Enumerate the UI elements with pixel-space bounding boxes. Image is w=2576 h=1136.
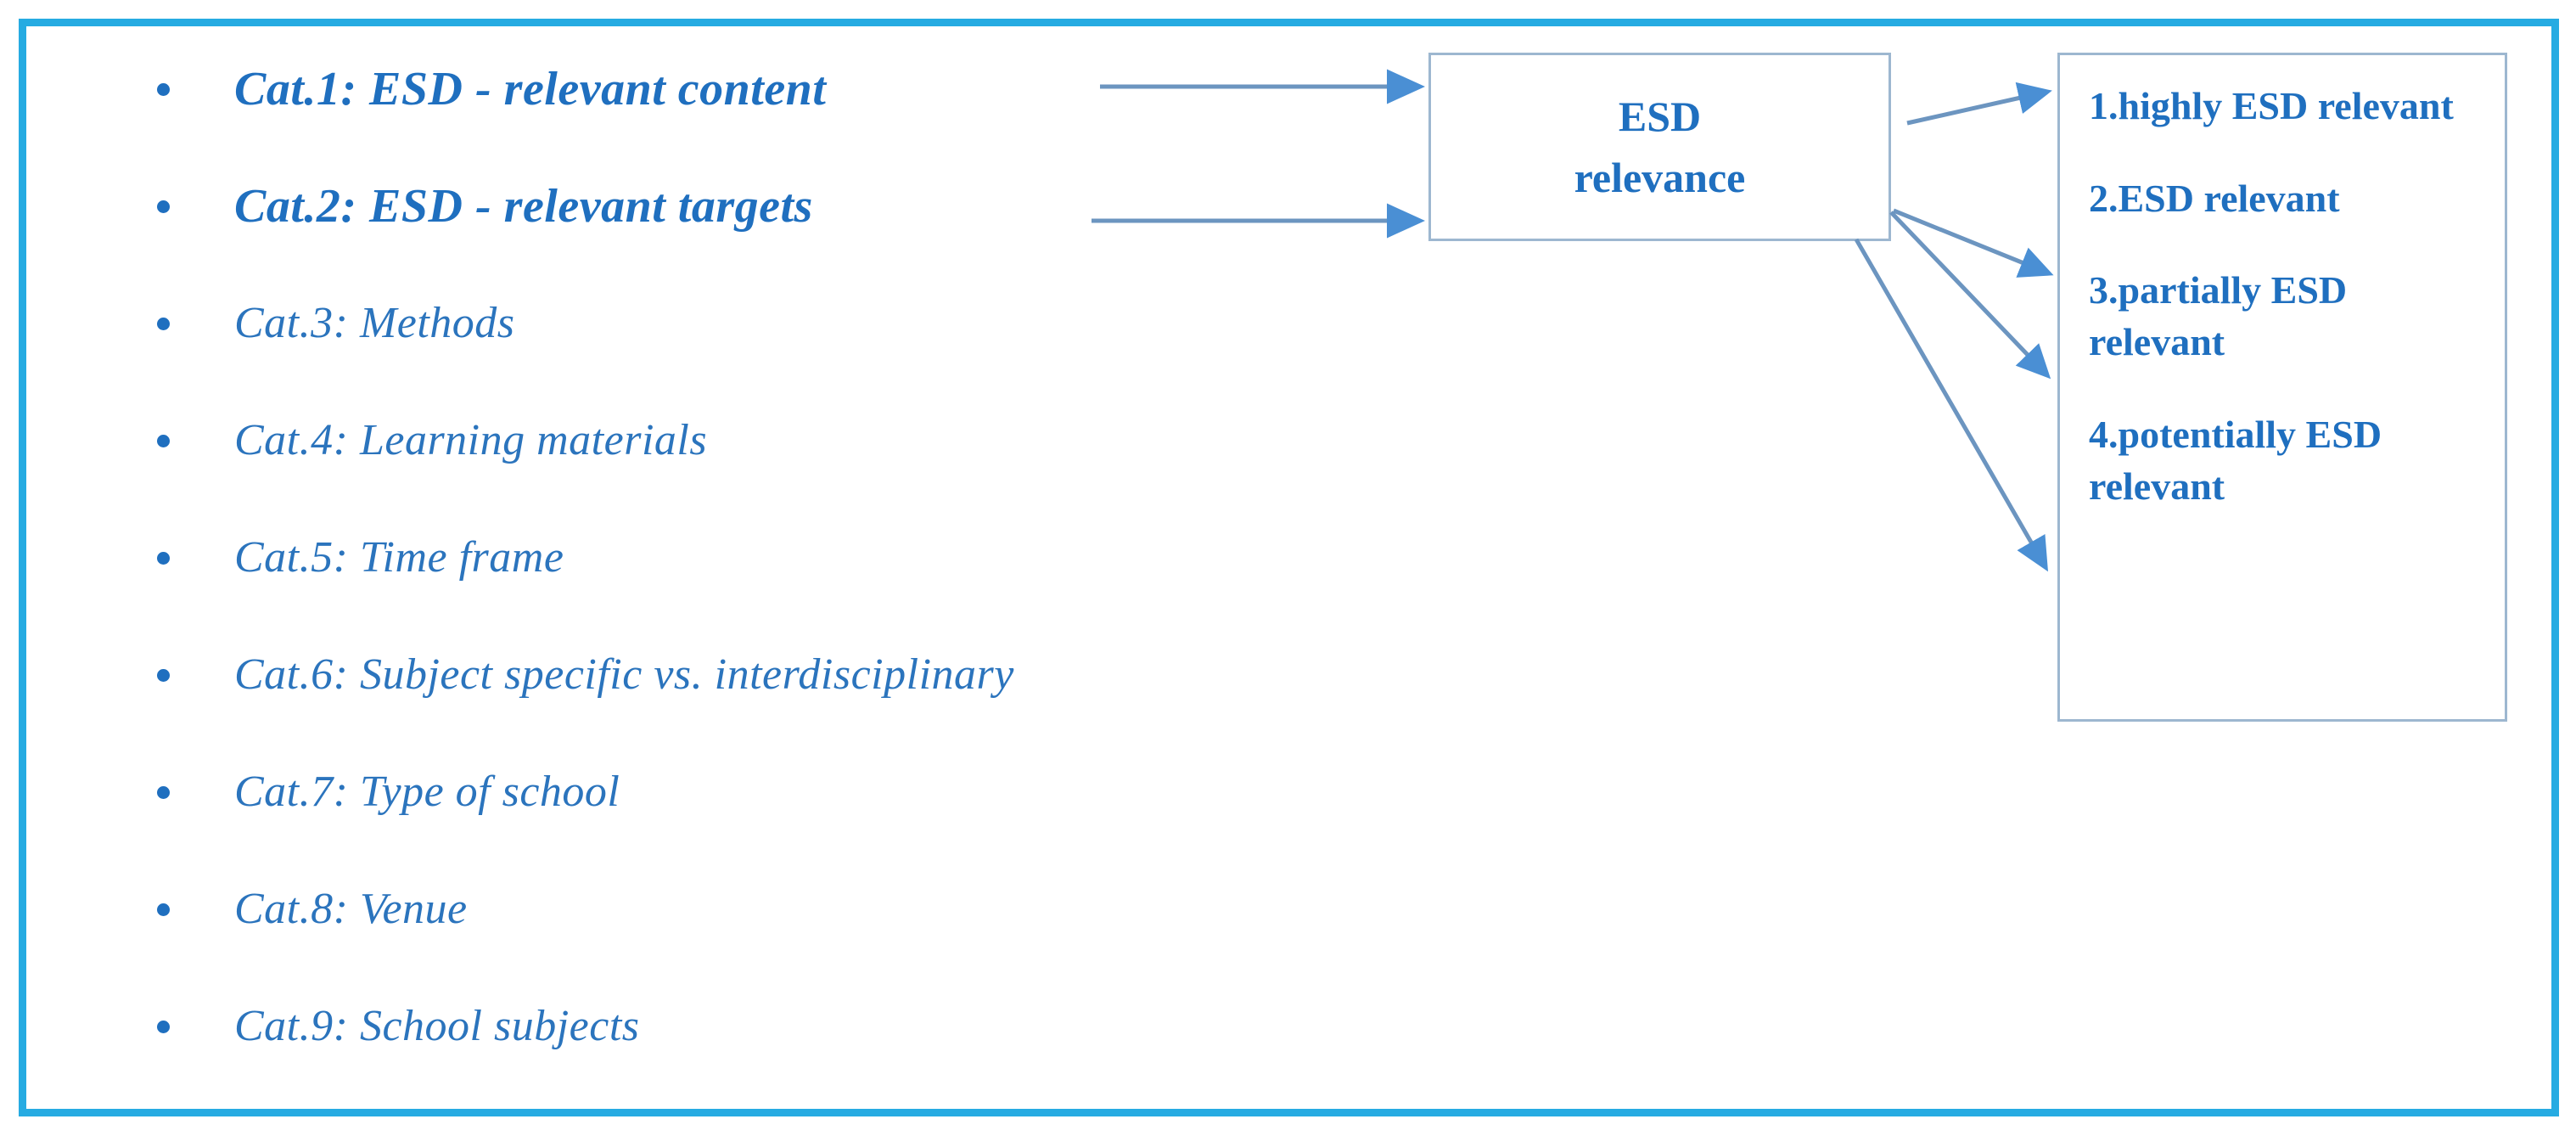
list-item[interactable]: Cat.2: ESD - relevant targets <box>144 148 1350 265</box>
bullet-dot-icon <box>144 200 182 213</box>
category-label-5: Cat.5: Time frame <box>234 532 564 582</box>
relevance-levels-node[interactable]: 1.highly ESD relevant 2.ESD relevant 3.p… <box>2057 53 2507 722</box>
category-list: Cat.1: ESD - relevant content Cat.2: ESD… <box>144 31 1350 1085</box>
category-label-6: Cat.6: Subject specific vs. interdiscipl… <box>234 650 1014 699</box>
list-item[interactable]: Cat.5: Time frame <box>144 499 1350 616</box>
bullet-dot-icon <box>144 1020 182 1033</box>
bullet-dot-icon <box>144 785 182 799</box>
bullet-dot-icon <box>144 551 182 565</box>
list-item[interactable]: Cat.9: School subjects <box>144 968 1350 1085</box>
category-label-3: Cat.3: Methods <box>234 298 515 347</box>
list-item[interactable]: Cat.4: Learning materials <box>144 382 1350 499</box>
category-label-9: Cat.9: School subjects <box>234 1001 640 1050</box>
esd-relevance-label: ESD relevance <box>1574 92 1746 202</box>
list-item[interactable]: Cat.7: Type of school <box>144 734 1350 851</box>
list-item[interactable]: Cat.8: Venue <box>144 851 1350 968</box>
list-item[interactable]: Cat.3: Methods <box>144 265 1350 382</box>
bullet-dot-icon <box>144 434 182 447</box>
bullet-dot-icon <box>144 82 182 96</box>
esd-relevance-node[interactable]: ESD relevance <box>1428 53 1891 241</box>
relevance-level-2: 2.ESD relevant <box>2089 176 2340 220</box>
category-label-4: Cat.4: Learning materials <box>234 415 708 464</box>
category-label-2: Cat.2: ESD - relevant targets <box>234 179 813 233</box>
list-item[interactable]: Cat.6: Subject specific vs. interdiscipl… <box>144 616 1350 734</box>
category-label-8: Cat.8: Venue <box>234 884 468 933</box>
bullet-dot-icon <box>144 903 182 916</box>
relevance-level-3: 3.partially ESD relevant <box>2089 268 2348 364</box>
relevance-level-4: 4.potentially ESD relevant <box>2089 412 2382 508</box>
bullet-dot-icon <box>144 668 182 682</box>
category-label-7: Cat.7: Type of school <box>234 767 620 816</box>
list-item[interactable]: Cat.1: ESD - relevant content <box>144 31 1350 148</box>
category-label-1: Cat.1: ESD - relevant content <box>234 62 827 115</box>
bullet-dot-icon <box>144 317 182 330</box>
relevance-level-1: 1.highly ESD relevant <box>2089 84 2454 127</box>
